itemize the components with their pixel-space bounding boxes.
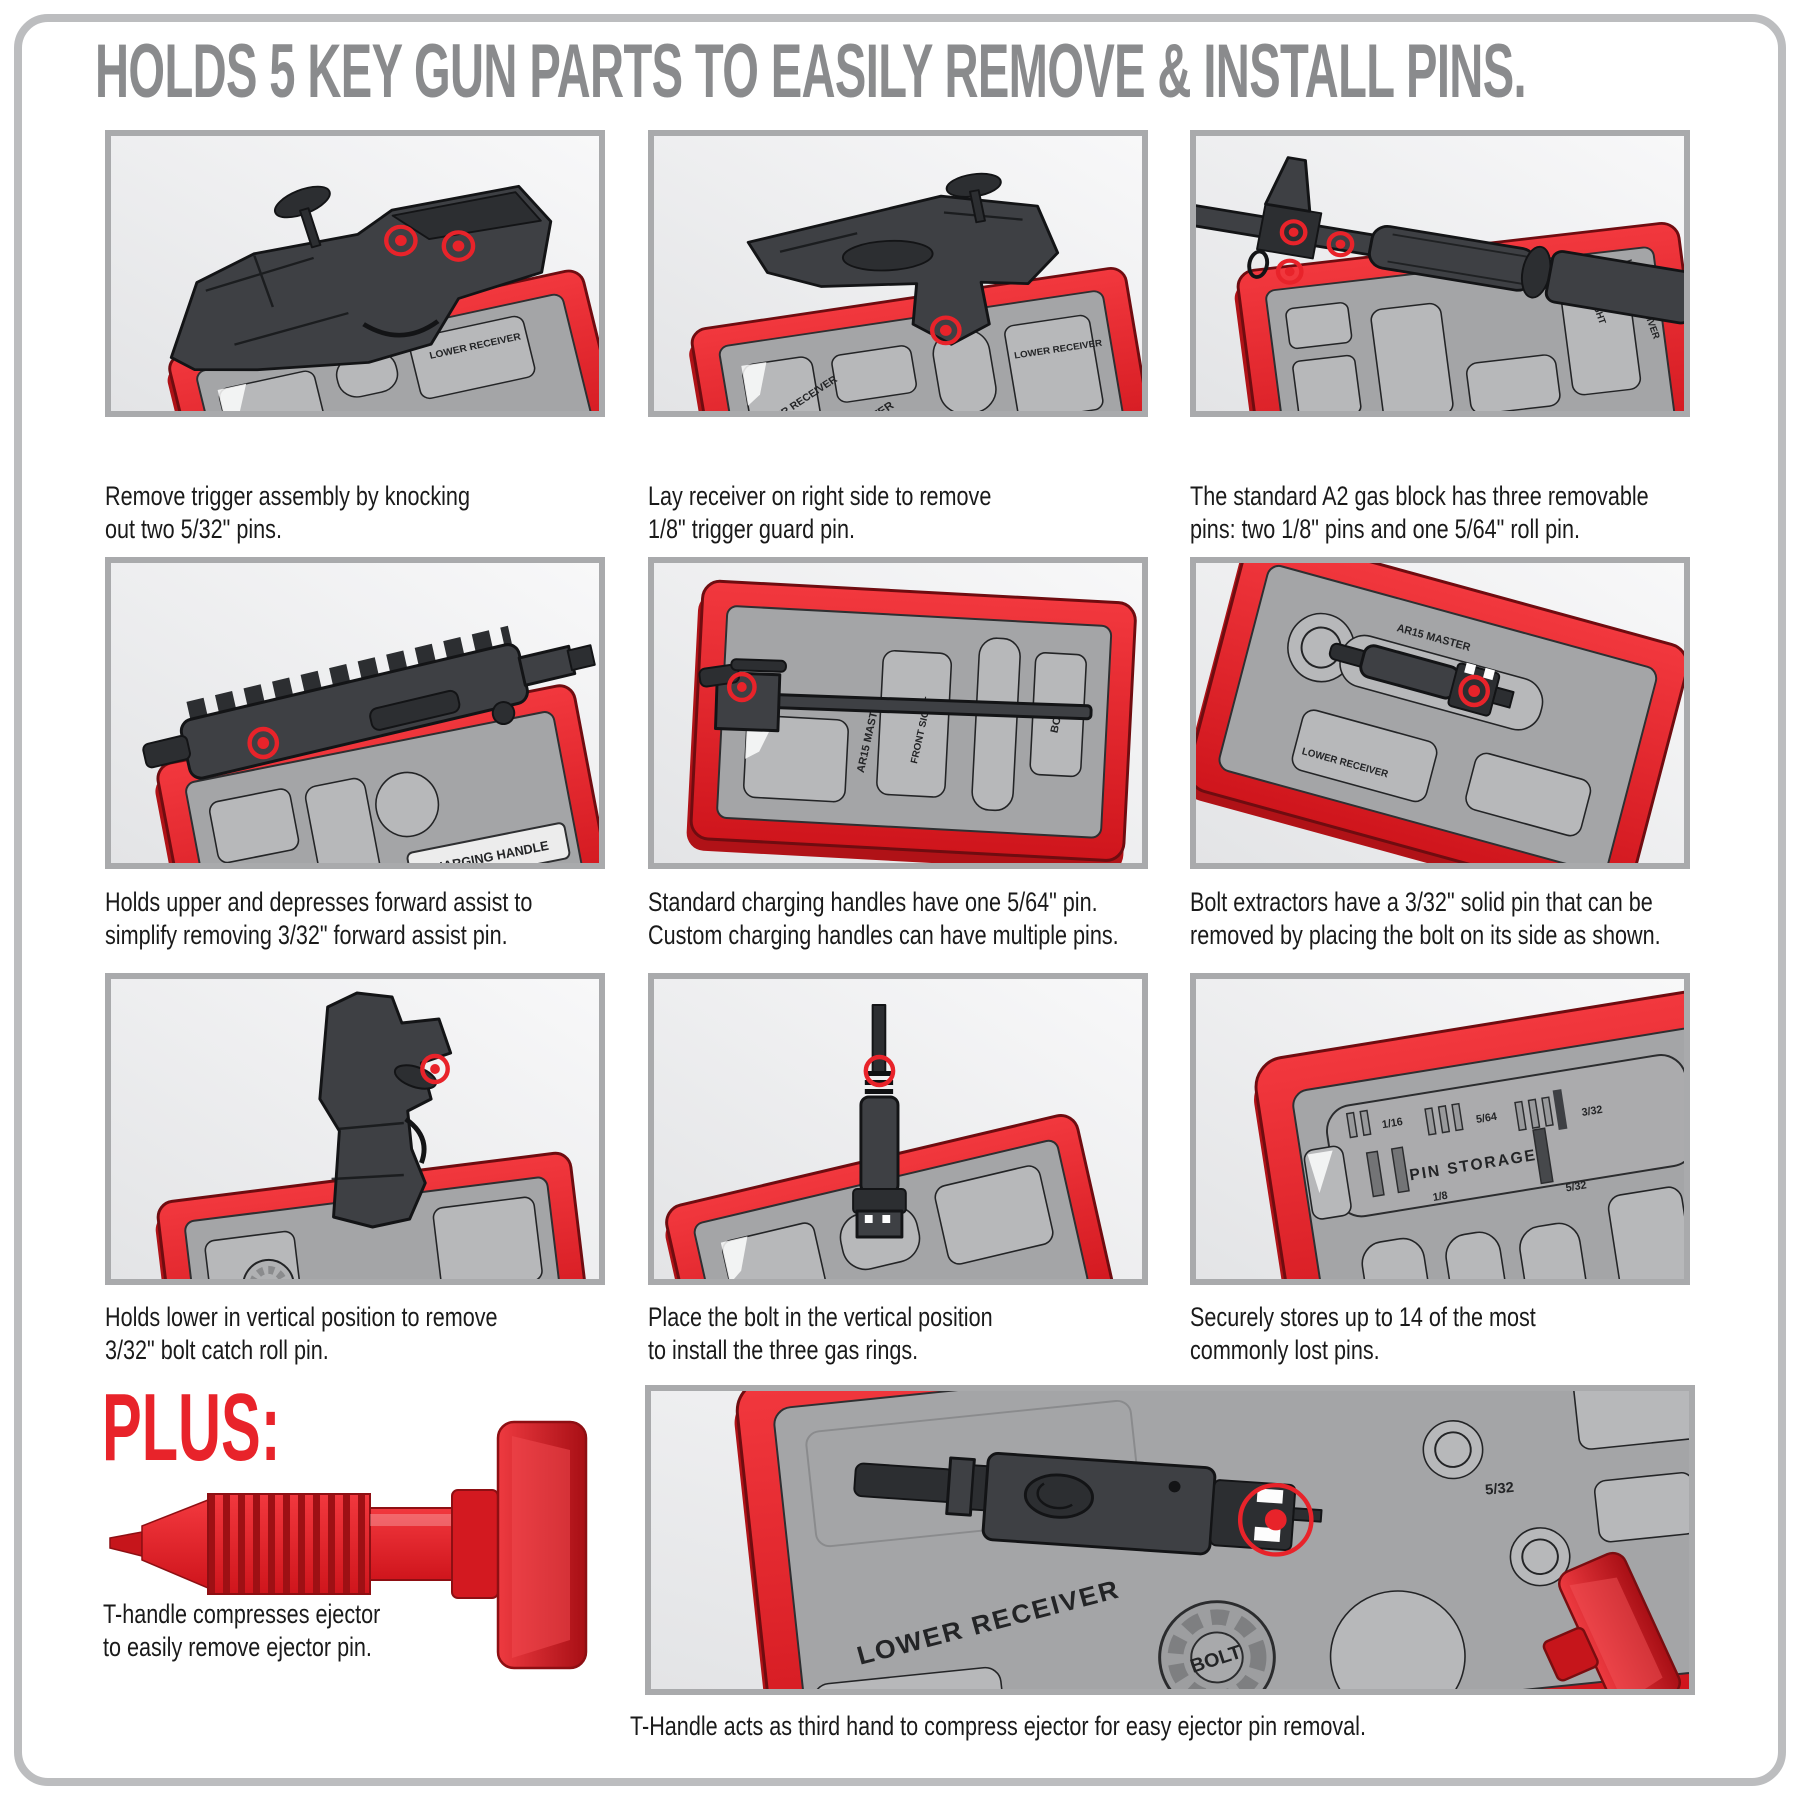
panel-trigger-guard-pin: UPPER RECEIVER AR15 MASTER LOWER RECEIVE… <box>648 130 1148 417</box>
size-3-32-label: 3/32 <box>1581 1104 1603 1119</box>
panel-gas-rings <box>648 973 1148 1285</box>
panel-charging-handle: AR15 MASTER FRONT SIGHT BOLT <box>648 557 1148 869</box>
size-5-64-label: 5/64 <box>1475 1111 1497 1126</box>
gas-rings-illustration <box>654 979 1142 1279</box>
pin-highlight-ring <box>420 1053 450 1085</box>
caption-t-handle: T-handle compresses ejector to easily re… <box>103 1599 381 1662</box>
size-1-8-label: 1/8 <box>1432 1190 1449 1204</box>
caption-remove-trigger: Remove trigger assembly by knocking out … <box>105 481 470 544</box>
caption-pin-storage: Securely stores up to 14 of the most com… <box>1190 1302 1536 1365</box>
pin-highlight-rings <box>1275 219 1355 285</box>
pin-highlight-ring <box>247 726 280 760</box>
caption-charging-handle: Standard charging handles have one 5/64"… <box>648 887 1119 950</box>
panel-gas-block-pins: FRONT SIGHT LOWER RECEIVER <box>1190 130 1690 417</box>
bench-block-tray: AR15 MASTER FRONT SIGHT BOLT <box>686 579 1137 863</box>
lower-receiver-vertical-part <box>318 991 453 1229</box>
bolt-emblem: BOLT <box>1158 1600 1276 1689</box>
forward-assist-illustration: CHARGING HANDLE <box>111 563 599 863</box>
bench-block-tray <box>665 1114 1117 1279</box>
bench-block-tray: UPPER RECEIVER AR15 MASTER LOWER RECEIVE… <box>689 267 1142 411</box>
page-title: HOLDS 5 KEY GUN PARTS TO EASILY REMOVE &… <box>95 29 1527 114</box>
t-handle-tool-illustration <box>109 1420 588 1670</box>
pin-highlight-ring <box>1458 674 1491 708</box>
caption-forward-assist: Holds upper and depresses forward assist… <box>105 887 533 950</box>
panel-bolt-catch <box>105 973 605 1285</box>
barrel-gas-block-part <box>1196 156 1684 325</box>
pin-highlight-ring <box>726 671 757 703</box>
ejector-highlight-ring <box>1237 1483 1314 1557</box>
t-handle-in-tray <box>1542 1551 1681 1689</box>
panel-bolt-extractor: AR15 MASTER LOWER RECEIVER <box>1190 557 1690 869</box>
ejector-compress-illustration: 5/32 5/32 LOWER RECEIVER BOLT <box>651 1391 1689 1689</box>
charging-handle-illustration: AR15 MASTER FRONT SIGHT BOLT <box>654 563 1142 863</box>
panel-ejector-compress: 5/32 5/32 LOWER RECEIVER BOLT <box>645 1385 1695 1695</box>
plus-heading: PLUS: <box>102 1374 281 1481</box>
caption-gas-rings: Place the bolt in the vertical position … <box>648 1302 993 1365</box>
trigger-guard-illustration: UPPER RECEIVER AR15 MASTER LOWER RECEIVE… <box>654 136 1142 411</box>
bolt-extractor-illustration: AR15 MASTER LOWER RECEIVER <box>1196 563 1684 863</box>
size-5-32-label-a: 5/32 <box>1484 1480 1514 1499</box>
bench-block-tray: 1/16 5/64 3/32 PIN STORAGE 1/8 5/32 <box>1254 979 1684 1279</box>
gas-block-illustration: FRONT SIGHT LOWER RECEIVER <box>1196 136 1684 411</box>
pin-highlight-rings <box>384 224 476 262</box>
caption-bolt-catch: Holds lower in vertical position to remo… <box>105 1302 498 1365</box>
upper-receiver-part <box>142 625 596 780</box>
pin-highlight-ring <box>929 315 962 346</box>
charging-handle-part <box>698 658 1093 733</box>
pin-highlight-ring <box>863 1054 896 1088</box>
caption-trigger-guard: Lay receiver on right side to remove 1/8… <box>648 481 992 544</box>
bolt-carrier-part <box>853 1452 1323 1556</box>
panel-remove-trigger-pins: FRONT SIGHT LOWER RECEIVER <box>105 130 605 417</box>
caption-ejector-removal: T-Handle acts as third hand to compress … <box>630 1711 1366 1741</box>
size-1-16-label: 1/16 <box>1381 1116 1403 1131</box>
size-5-32-label: 5/32 <box>1565 1179 1587 1194</box>
caption-gas-block: The standard A2 gas block has three remo… <box>1190 481 1649 544</box>
lower-receiver-on-side-part <box>746 172 1060 346</box>
remove-trigger-illustration: FRONT SIGHT LOWER RECEIVER <box>111 136 599 411</box>
caption-bolt-extractor: Bolt extractors have a 3/32" solid pin t… <box>1190 887 1661 950</box>
pin-storage-illustration: 1/16 5/64 3/32 PIN STORAGE 1/8 5/32 <box>1196 979 1684 1279</box>
bench-block-tray <box>155 1151 591 1279</box>
bolt-catch-illustration <box>111 979 599 1279</box>
panel-pin-storage: 1/16 5/64 3/32 PIN STORAGE 1/8 5/32 <box>1190 973 1690 1285</box>
panel-forward-assist: CHARGING HANDLE <box>105 557 605 869</box>
t-handle-punch <box>109 1420 588 1670</box>
pin-slots <box>1345 1096 1554 1139</box>
